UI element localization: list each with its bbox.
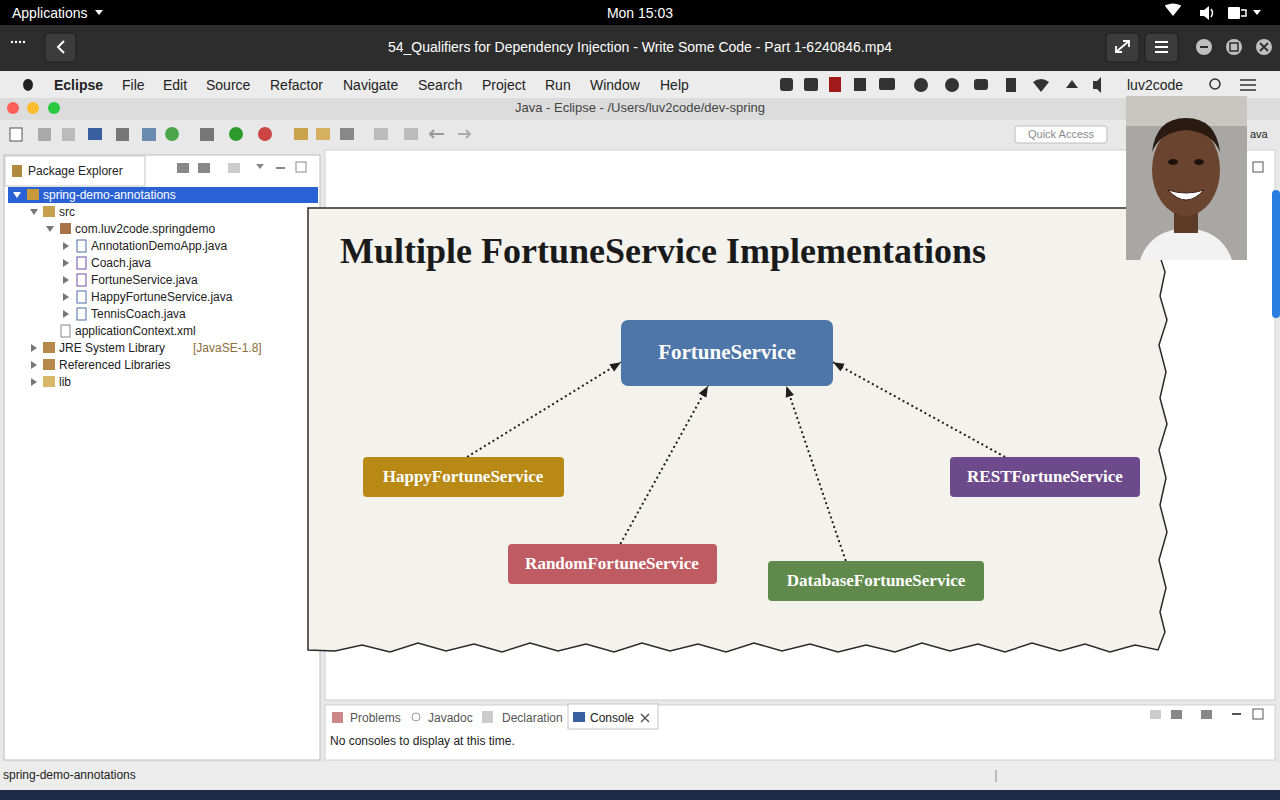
ui-label: Run [545,77,571,94]
ui-label: [JavaSE-1.8] [193,341,262,355]
selection-highlight [8,187,318,203]
implements-arrow [467,362,621,457]
box-label: HappyFortuneService [383,467,544,487]
ui-label: lib [59,375,71,389]
ui-label: ava [1250,128,1268,141]
ui-label: Quick Access [1028,128,1094,141]
tree-twisties [13,192,69,386]
package-explorer-panel [4,155,320,760]
player-bar [0,25,1280,71]
ui-label: 54_Qualifiers for Dependency Injection -… [388,39,892,56]
ui-label: Mon 15:03 [607,5,673,22]
view-toolbar [177,162,306,173]
window-controls [1196,39,1272,55]
maximize-icon [1253,162,1263,172]
console-panel [325,705,1275,760]
apple-logo [23,79,33,91]
menu-button [1145,33,1178,62]
ui-label: Applications [12,5,88,22]
implements-arrow [620,386,708,544]
dropdown-arrow [95,10,103,15]
toolbar-icons [10,127,470,141]
ui-label: Help [660,77,689,94]
ui-label: luv2code [1127,77,1183,94]
system-bar [0,0,1280,25]
ui-label: No consoles to display at this time. [330,734,515,748]
ui-label: Coach.java [91,256,151,270]
ui-label: Window [590,77,640,94]
ui-label: applicationContext.xml [75,324,196,338]
ui-label: spring-demo-annotations [43,188,176,202]
box-label: RandomFortuneService [525,554,699,574]
ui-label: Refactor [270,77,323,94]
ui-label: AnnotationDemoApp.java [91,239,227,253]
slide-title: Multiple FortuneService Implementations [340,230,986,273]
mac-menu-bar [0,71,1280,98]
box-label: DatabaseFortuneService [787,571,965,591]
ui-label: Package Explorer [28,164,123,178]
view-icon [12,165,22,177]
ui-label: Search [418,77,462,94]
class-box: RandomFortuneService [508,544,717,584]
ui-label: TennisCoach.java [91,307,186,321]
ui-label: Problems [350,711,401,725]
status-bar [0,762,1280,790]
ui-label: Eclipse [54,77,103,94]
box-label: FortuneService [658,340,796,365]
ui-label: Edit [163,77,187,94]
back-button [45,33,76,62]
ui-label: Java - Eclipse - /Users/luv2code/dev-spr… [515,100,765,116]
tray-icons [1165,4,1261,21]
ui-label: src [59,205,75,219]
player-icons [11,41,25,43]
fullscreen-button [1106,33,1139,62]
ui-label: Navigate [343,77,398,94]
zoom-light [48,102,60,114]
ui-label: Declaration [502,711,563,725]
ui-label: spring-demo-annotations [3,768,136,782]
ui-label: Project [482,77,526,94]
menu-extras [780,77,1256,93]
eclipse-window [0,98,1280,790]
slide-background [308,208,1167,652]
ui-label: Console [590,711,634,725]
quick-access-field [1015,126,1107,143]
class-box: DatabaseFortuneService [768,561,984,601]
menu-icon [1155,42,1168,52]
implements-arrow [786,386,845,561]
ui-label: com.luv2code.springdemo [75,222,215,236]
scroll-indicator [1272,190,1280,318]
class-box: RESTFortuneService [950,457,1140,497]
ui-label: HappyFortuneService.java [91,290,232,304]
status-divider [995,770,997,782]
fullscreen-icon [1116,41,1129,52]
back-arrow [58,41,64,53]
ui-label: Referenced Libraries [59,358,170,372]
minimize-light [27,102,39,114]
ui-label: File [122,77,145,94]
class-box: FortuneService [621,320,833,386]
view-tab [5,156,145,186]
console-tab [568,704,658,729]
ui-label: FortuneService.java [91,273,198,287]
dock-strip [0,790,1280,800]
ui-label: Source [206,77,250,94]
ui-label: Javadoc [428,711,473,725]
tree-icons [27,189,86,387]
ui-label: JRE System Library [59,341,165,355]
window-titlebar [0,98,1280,120]
box-label: RESTFortuneService [967,467,1123,487]
close-light [7,102,19,114]
webcam-portrait [1126,96,1247,260]
class-box: HappyFortuneService [363,457,564,497]
implements-arrow [833,362,1005,457]
